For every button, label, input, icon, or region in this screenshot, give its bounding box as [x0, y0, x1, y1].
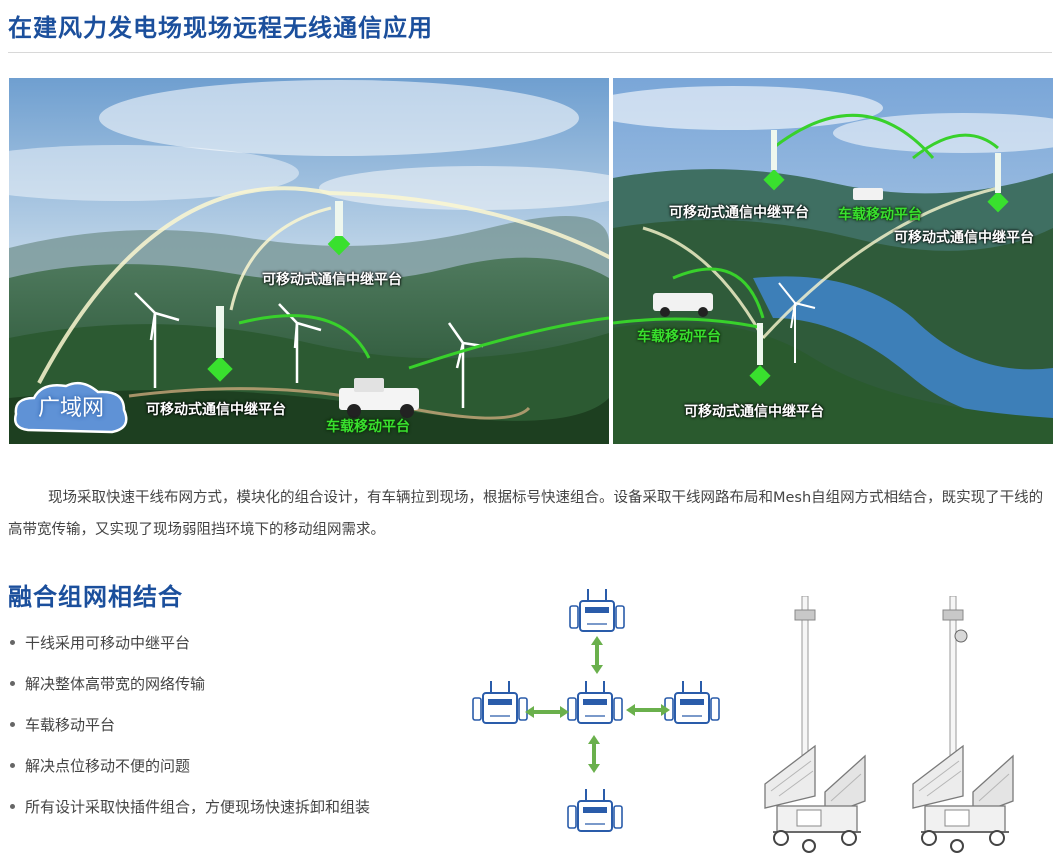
feature-item: 解决点位移动不便的问题	[8, 751, 370, 792]
radio-node-center	[567, 680, 623, 724]
relay-platform-label: 可移动式通信中继平台	[262, 272, 402, 288]
feature-text: 解决点位移动不便的问题	[25, 757, 191, 775]
feature-item: 干线采用可移动中继平台	[8, 628, 370, 669]
feature-item: 解决整体高带宽的网络传输	[8, 669, 370, 710]
solar-trailer-unit-with-camera	[912, 595, 1014, 853]
bullet-icon	[10, 680, 15, 686]
wind-farm-photo-right	[613, 78, 1053, 444]
radio-node-right	[664, 680, 720, 724]
radio-node-left	[472, 680, 528, 724]
title-divider	[8, 52, 1052, 53]
vehicle-platform-label: 车载移动平台	[326, 419, 410, 435]
feature-item: 所有设计采取快插件组合，方便现场快速拆卸和组装	[8, 792, 370, 833]
relay-platform-label: 可移动式通信中继平台	[146, 402, 286, 418]
section-title: 融合组网相结合	[8, 583, 183, 611]
relay-platform-label: 可移动式通信中继平台	[894, 230, 1034, 246]
page-title: 在建风力发电场现场远程无线通信应用	[8, 14, 433, 42]
solar-trailer-unit	[764, 595, 866, 853]
link-arrow-horizontal	[523, 704, 571, 720]
feature-text: 车载移动平台	[25, 716, 116, 734]
wind-farm-photo-left	[9, 78, 609, 444]
wan-cloud-icon: 广域网	[12, 380, 130, 438]
feature-text: 干线采用可移动中继平台	[25, 634, 191, 652]
link-arrow-horizontal	[624, 702, 672, 718]
description-paragraph: 现场采取快速干线布网方式，模块化的组合设计，有车辆拉到现场，根据标号快速组合。设…	[8, 490, 1044, 538]
bullet-icon	[10, 721, 15, 727]
bullet-icon	[10, 762, 15, 768]
feature-item: 车载移动平台	[8, 710, 370, 751]
vehicle-platform-label: 车载移动平台	[838, 207, 922, 223]
feature-text: 所有设计采取快插件组合，方便现场快速拆卸和组装	[25, 798, 371, 816]
wan-label: 广域网	[37, 396, 104, 421]
solar-relay-trailers	[745, 595, 1055, 858]
link-arrow-vertical	[586, 733, 602, 775]
mesh-topology-diagram	[470, 578, 730, 840]
bullet-icon	[10, 803, 15, 809]
feature-text: 解决整体高带宽的网络传输	[25, 675, 206, 693]
relay-platform-label: 可移动式通信中继平台	[684, 404, 824, 420]
relay-platform-label: 可移动式通信中继平台	[669, 205, 809, 221]
radio-node-bottom	[567, 788, 623, 832]
vehicle-platform-label: 车载移动平台	[637, 329, 721, 345]
radio-node-top	[569, 588, 625, 632]
bullet-icon	[10, 639, 15, 645]
feature-list: 干线采用可移动中继平台 解决整体高带宽的网络传输 车载移动平台 解决点位移动不便…	[8, 628, 370, 833]
link-arrow-vertical	[589, 634, 605, 676]
